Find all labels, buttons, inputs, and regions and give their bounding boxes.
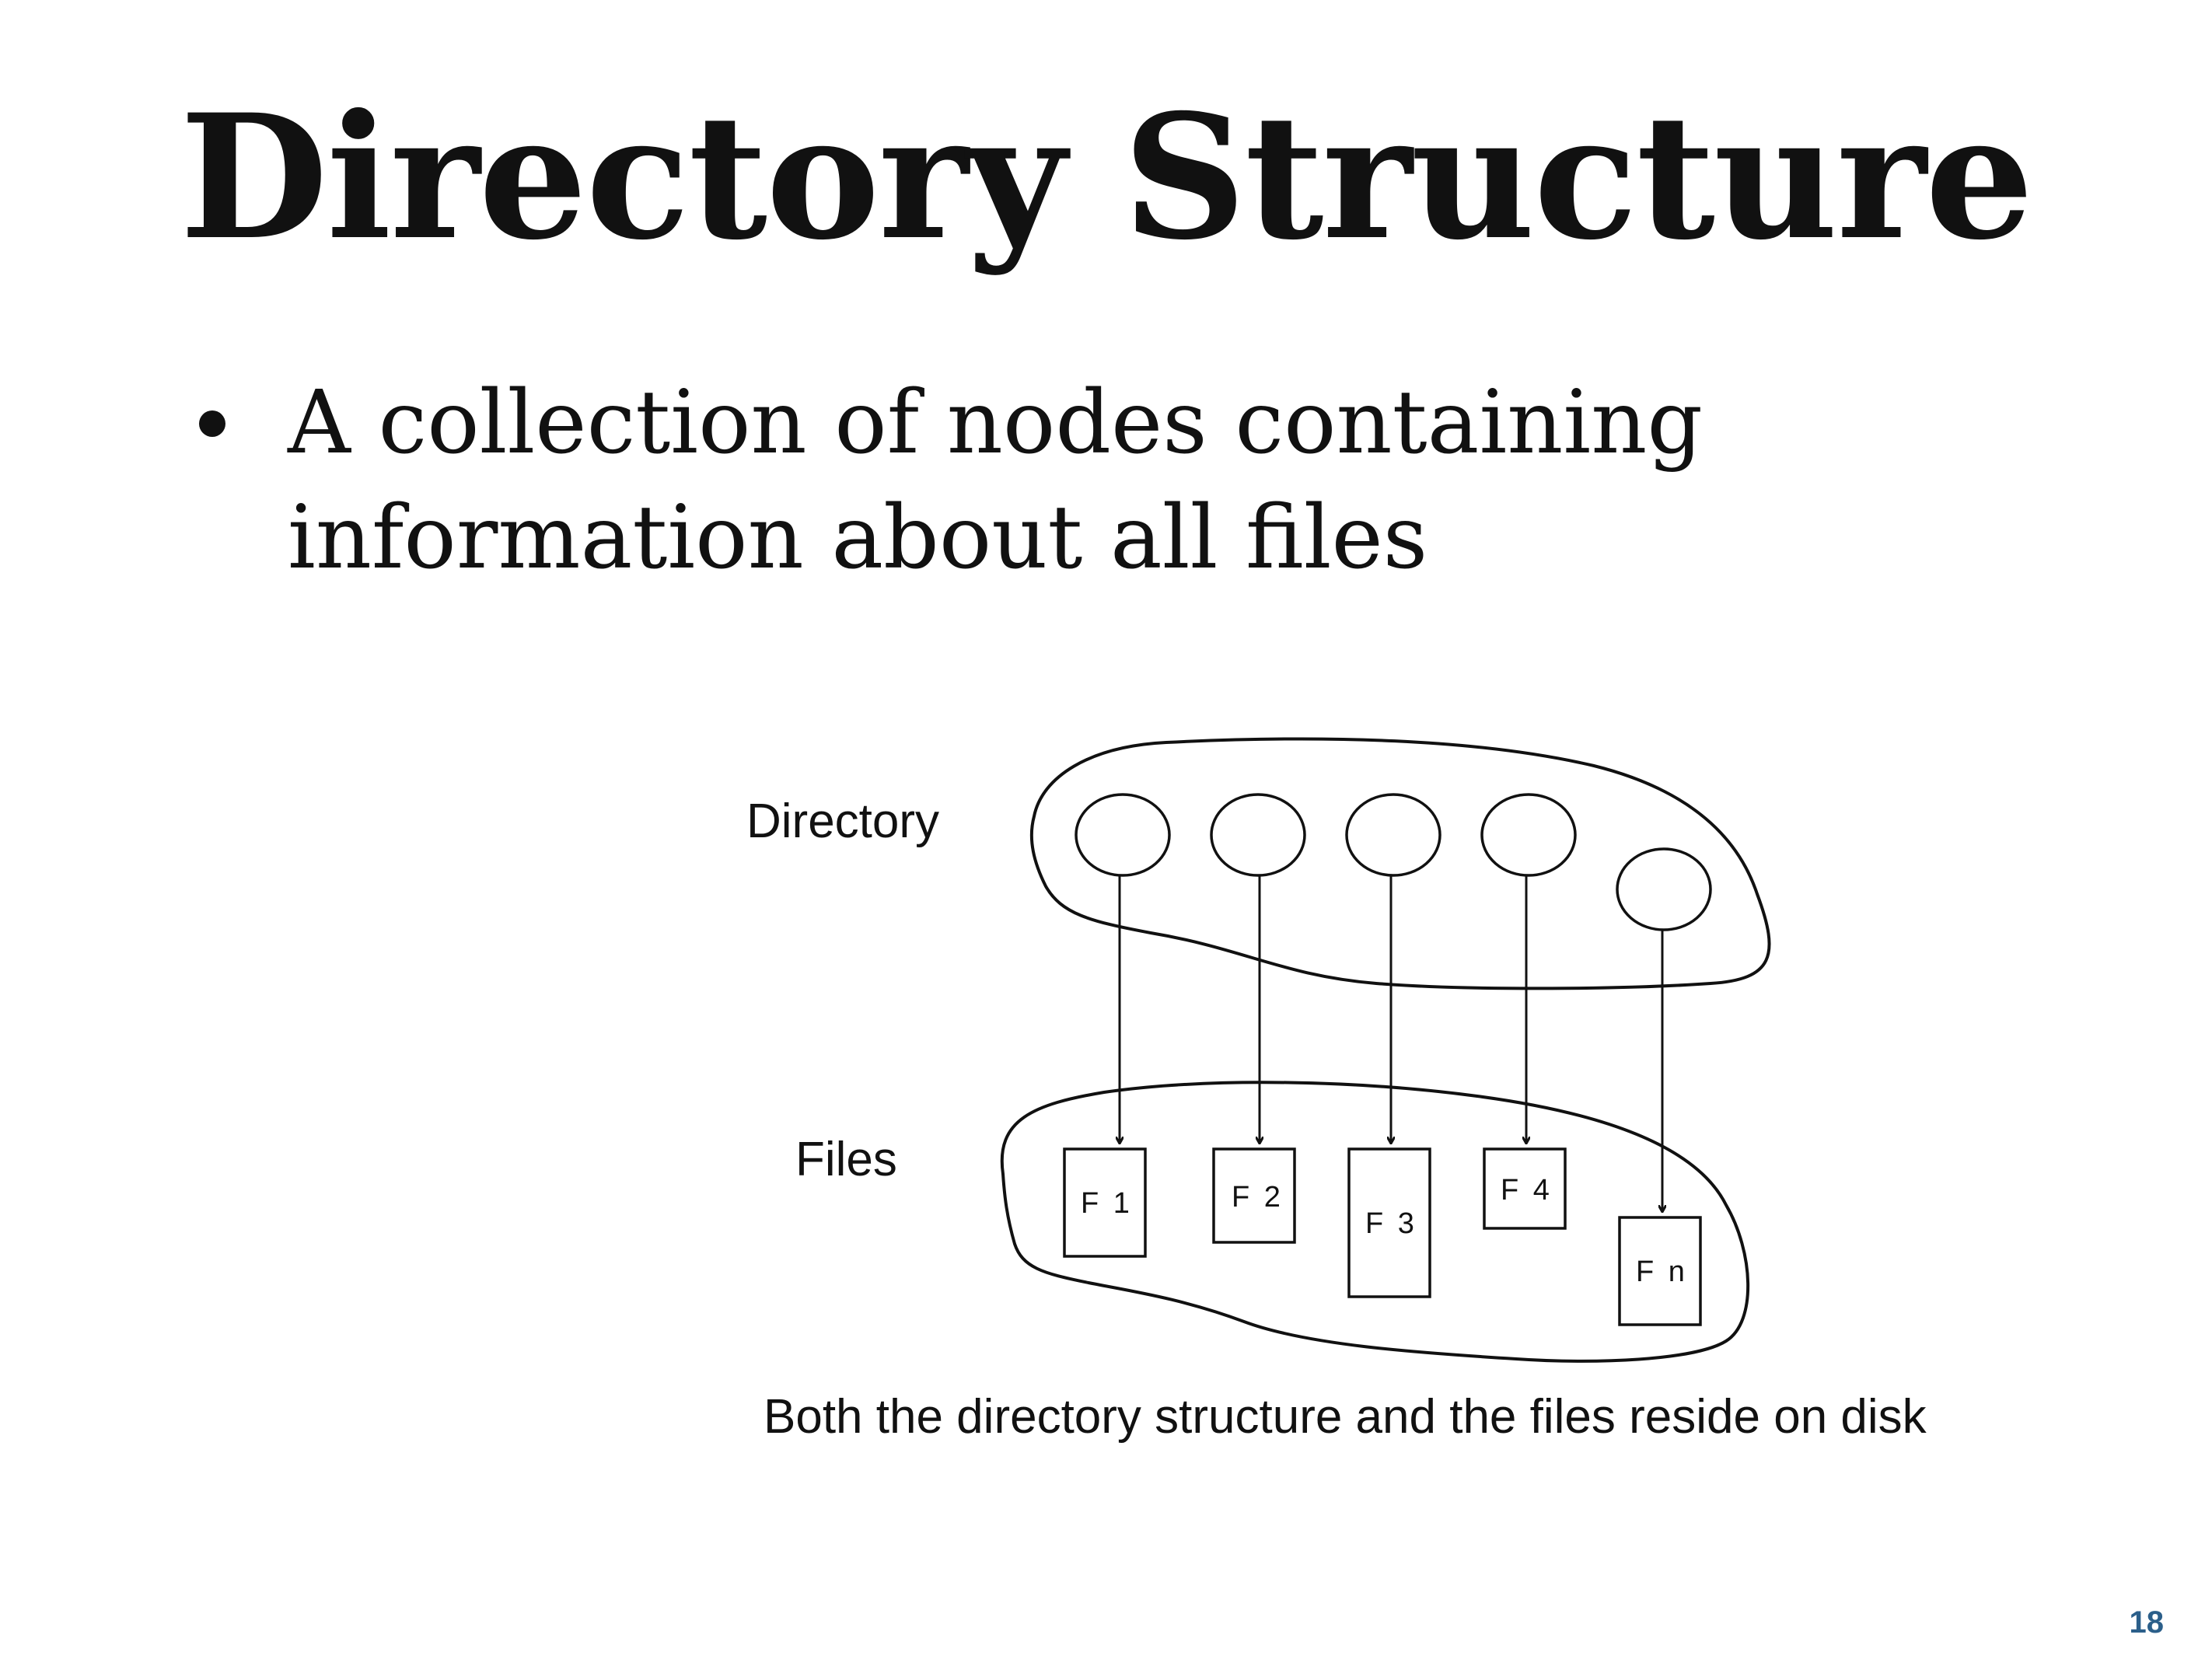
file-box: F 2 — [1212, 1147, 1296, 1244]
directory-node — [1480, 793, 1577, 877]
directory-node — [1210, 793, 1306, 877]
file-box: F 3 — [1347, 1147, 1431, 1298]
diagram-caption: Both the directory structure and the fil… — [764, 1390, 1927, 1444]
file-label: F 4 — [1501, 1174, 1553, 1207]
bullet-dot-icon — [199, 410, 225, 437]
file-label: F 3 — [1365, 1207, 1417, 1240]
bullet-item: A collection of nodes containing informa… — [179, 365, 1734, 595]
file-label: F n — [1636, 1256, 1688, 1288]
slide-title: Directory Structure — [180, 76, 2034, 278]
file-box: F 1 — [1063, 1147, 1147, 1258]
files-label: Files — [795, 1133, 897, 1186]
files-blob-outline — [1000, 1081, 1750, 1363]
bullet-list: A collection of nodes containing informa… — [179, 365, 1734, 595]
file-label: F 1 — [1081, 1187, 1133, 1220]
bullet-text: A collection of nodes containing informa… — [288, 372, 1704, 589]
file-box: F n — [1618, 1216, 1702, 1326]
directory-label: Directory — [746, 795, 939, 848]
directory-node — [1616, 847, 1712, 931]
file-boxes: F 1 F 2 F 3 F 4 F n — [1063, 1147, 1702, 1326]
file-box: F 4 — [1483, 1147, 1567, 1230]
file-label: F 2 — [1232, 1181, 1284, 1214]
directory-node — [1345, 793, 1441, 877]
directory-node — [1075, 793, 1171, 877]
directory-nodes — [1075, 793, 1712, 931]
pointer-arrows — [1120, 875, 1662, 1211]
directory-blob-outline — [1029, 737, 1771, 990]
page-number: 18 — [2129, 1605, 2165, 1640]
